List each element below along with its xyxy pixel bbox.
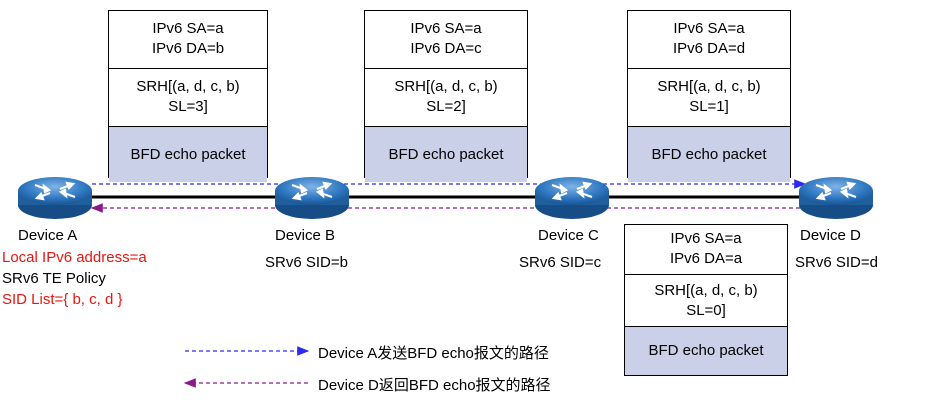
device-b-name: Device B [275, 227, 336, 244]
packet-payload: BFD echo packet [365, 127, 527, 182]
packet-payload: BFD echo packet [628, 127, 790, 182]
packet-srh-list: SRH[(a, d, c, b) [654, 282, 758, 299]
packet-da: IPv6 DA=c [410, 40, 482, 57]
device-c-name: Device C [538, 227, 599, 244]
packet-sa: IPv6 SA=a [410, 20, 482, 37]
device-a-address: Local IPv6 address=a [2, 249, 147, 266]
packet-sa: IPv6 SA=a [152, 20, 224, 37]
router-icon-device-a [16, 175, 94, 221]
packet-srh-sl: SL=3] [168, 98, 208, 115]
device-d-name: Device D [800, 227, 861, 244]
packet-srh-sl: SL=1] [689, 98, 729, 115]
device-d-sid: SRv6 SID=d [795, 254, 878, 271]
packet-da: IPv6 DA=d [672, 40, 746, 57]
packet-box-return: IPv6 SA=a IPv6 DA=a SRH[(a, d, c, b) SL=… [624, 224, 788, 376]
router-icon-device-d [797, 175, 875, 221]
router-icon-device-c [533, 175, 611, 221]
packet-payload: BFD echo packet [625, 327, 787, 375]
legend-forward-label: Device A发送BFD echo报文的路径 [318, 345, 549, 362]
packet-box-hop1: IPv6 SA=a IPv6 DA=b SRH[(a, d, c, b) SL=… [108, 10, 268, 182]
packet-da: IPv6 DA=a [669, 250, 743, 267]
legend-return-label: Device D返回BFD echo报文的路径 [318, 377, 551, 394]
packet-payload: BFD echo packet [109, 127, 267, 182]
device-a-policy: SRv6 TE Policy [2, 270, 106, 287]
packet-srh-sl: SL=2] [426, 98, 466, 115]
packet-sa: IPv6 SA=a [673, 20, 745, 37]
device-a-sid-list: SID List={ b, c, d } [2, 291, 123, 308]
packet-srh-list: SRH[(a, d, c, b) [136, 78, 240, 95]
packet-da: IPv6 DA=b [151, 40, 225, 57]
device-a-name: Device A [18, 227, 78, 244]
packet-srh-sl: SL=0] [686, 302, 726, 319]
device-b-sid: SRv6 SID=b [265, 254, 348, 271]
device-c-sid: SRv6 SID=c [519, 254, 602, 271]
packet-sa: IPv6 SA=a [670, 230, 742, 247]
packet-box-hop2: IPv6 SA=a IPv6 DA=c SRH[(a, d, c, b) SL=… [364, 10, 528, 182]
packet-srh-list: SRH[(a, d, c, b) [394, 78, 498, 95]
packet-box-hop3: IPv6 SA=a IPv6 DA=d SRH[(a, d, c, b) SL=… [627, 10, 791, 182]
packet-srh-list: SRH[(a, d, c, b) [657, 78, 761, 95]
router-icon-device-b [273, 175, 351, 221]
